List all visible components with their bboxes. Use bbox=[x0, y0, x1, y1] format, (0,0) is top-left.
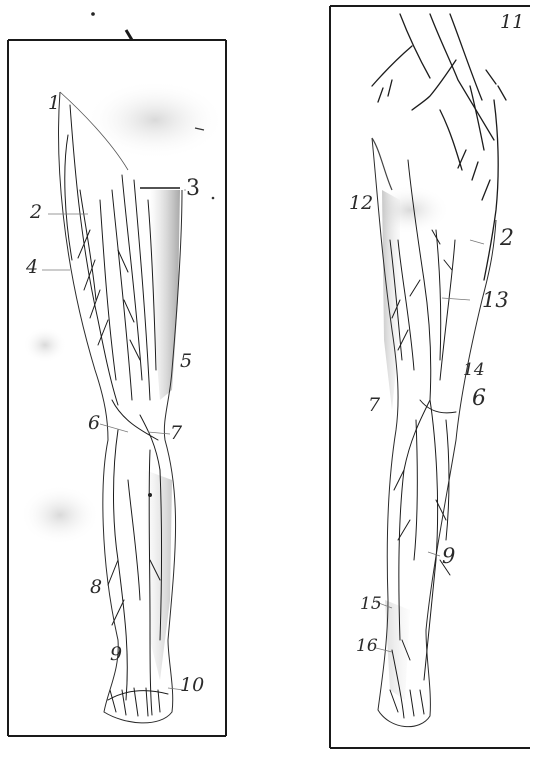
label-15: 15 bbox=[360, 596, 382, 613]
label-6: 6 bbox=[88, 414, 100, 433]
label-10: 10 bbox=[180, 676, 204, 695]
label-7-right: 7 bbox=[368, 396, 380, 415]
label-12: 12 bbox=[349, 194, 373, 213]
label-8: 8 bbox=[90, 578, 102, 597]
label-9: 9 bbox=[110, 645, 122, 664]
label-14: 14 bbox=[463, 362, 485, 379]
label-9-right: 9 bbox=[442, 546, 455, 567]
label-2: 2 bbox=[30, 203, 42, 222]
label-7: 7 bbox=[170, 424, 182, 443]
label-6-right: 6 bbox=[472, 388, 486, 410]
label-1: 1 bbox=[48, 94, 60, 113]
label-11: 11 bbox=[500, 13, 524, 32]
right-leg-figure bbox=[370, 14, 506, 727]
label-16: 16 bbox=[356, 638, 378, 655]
label-13: 13 bbox=[482, 290, 509, 311]
label-4: 4 bbox=[26, 258, 38, 277]
label-3: 3 bbox=[186, 178, 200, 200]
label-2-right: 2 bbox=[500, 228, 514, 250]
label-5: 5 bbox=[180, 352, 192, 371]
